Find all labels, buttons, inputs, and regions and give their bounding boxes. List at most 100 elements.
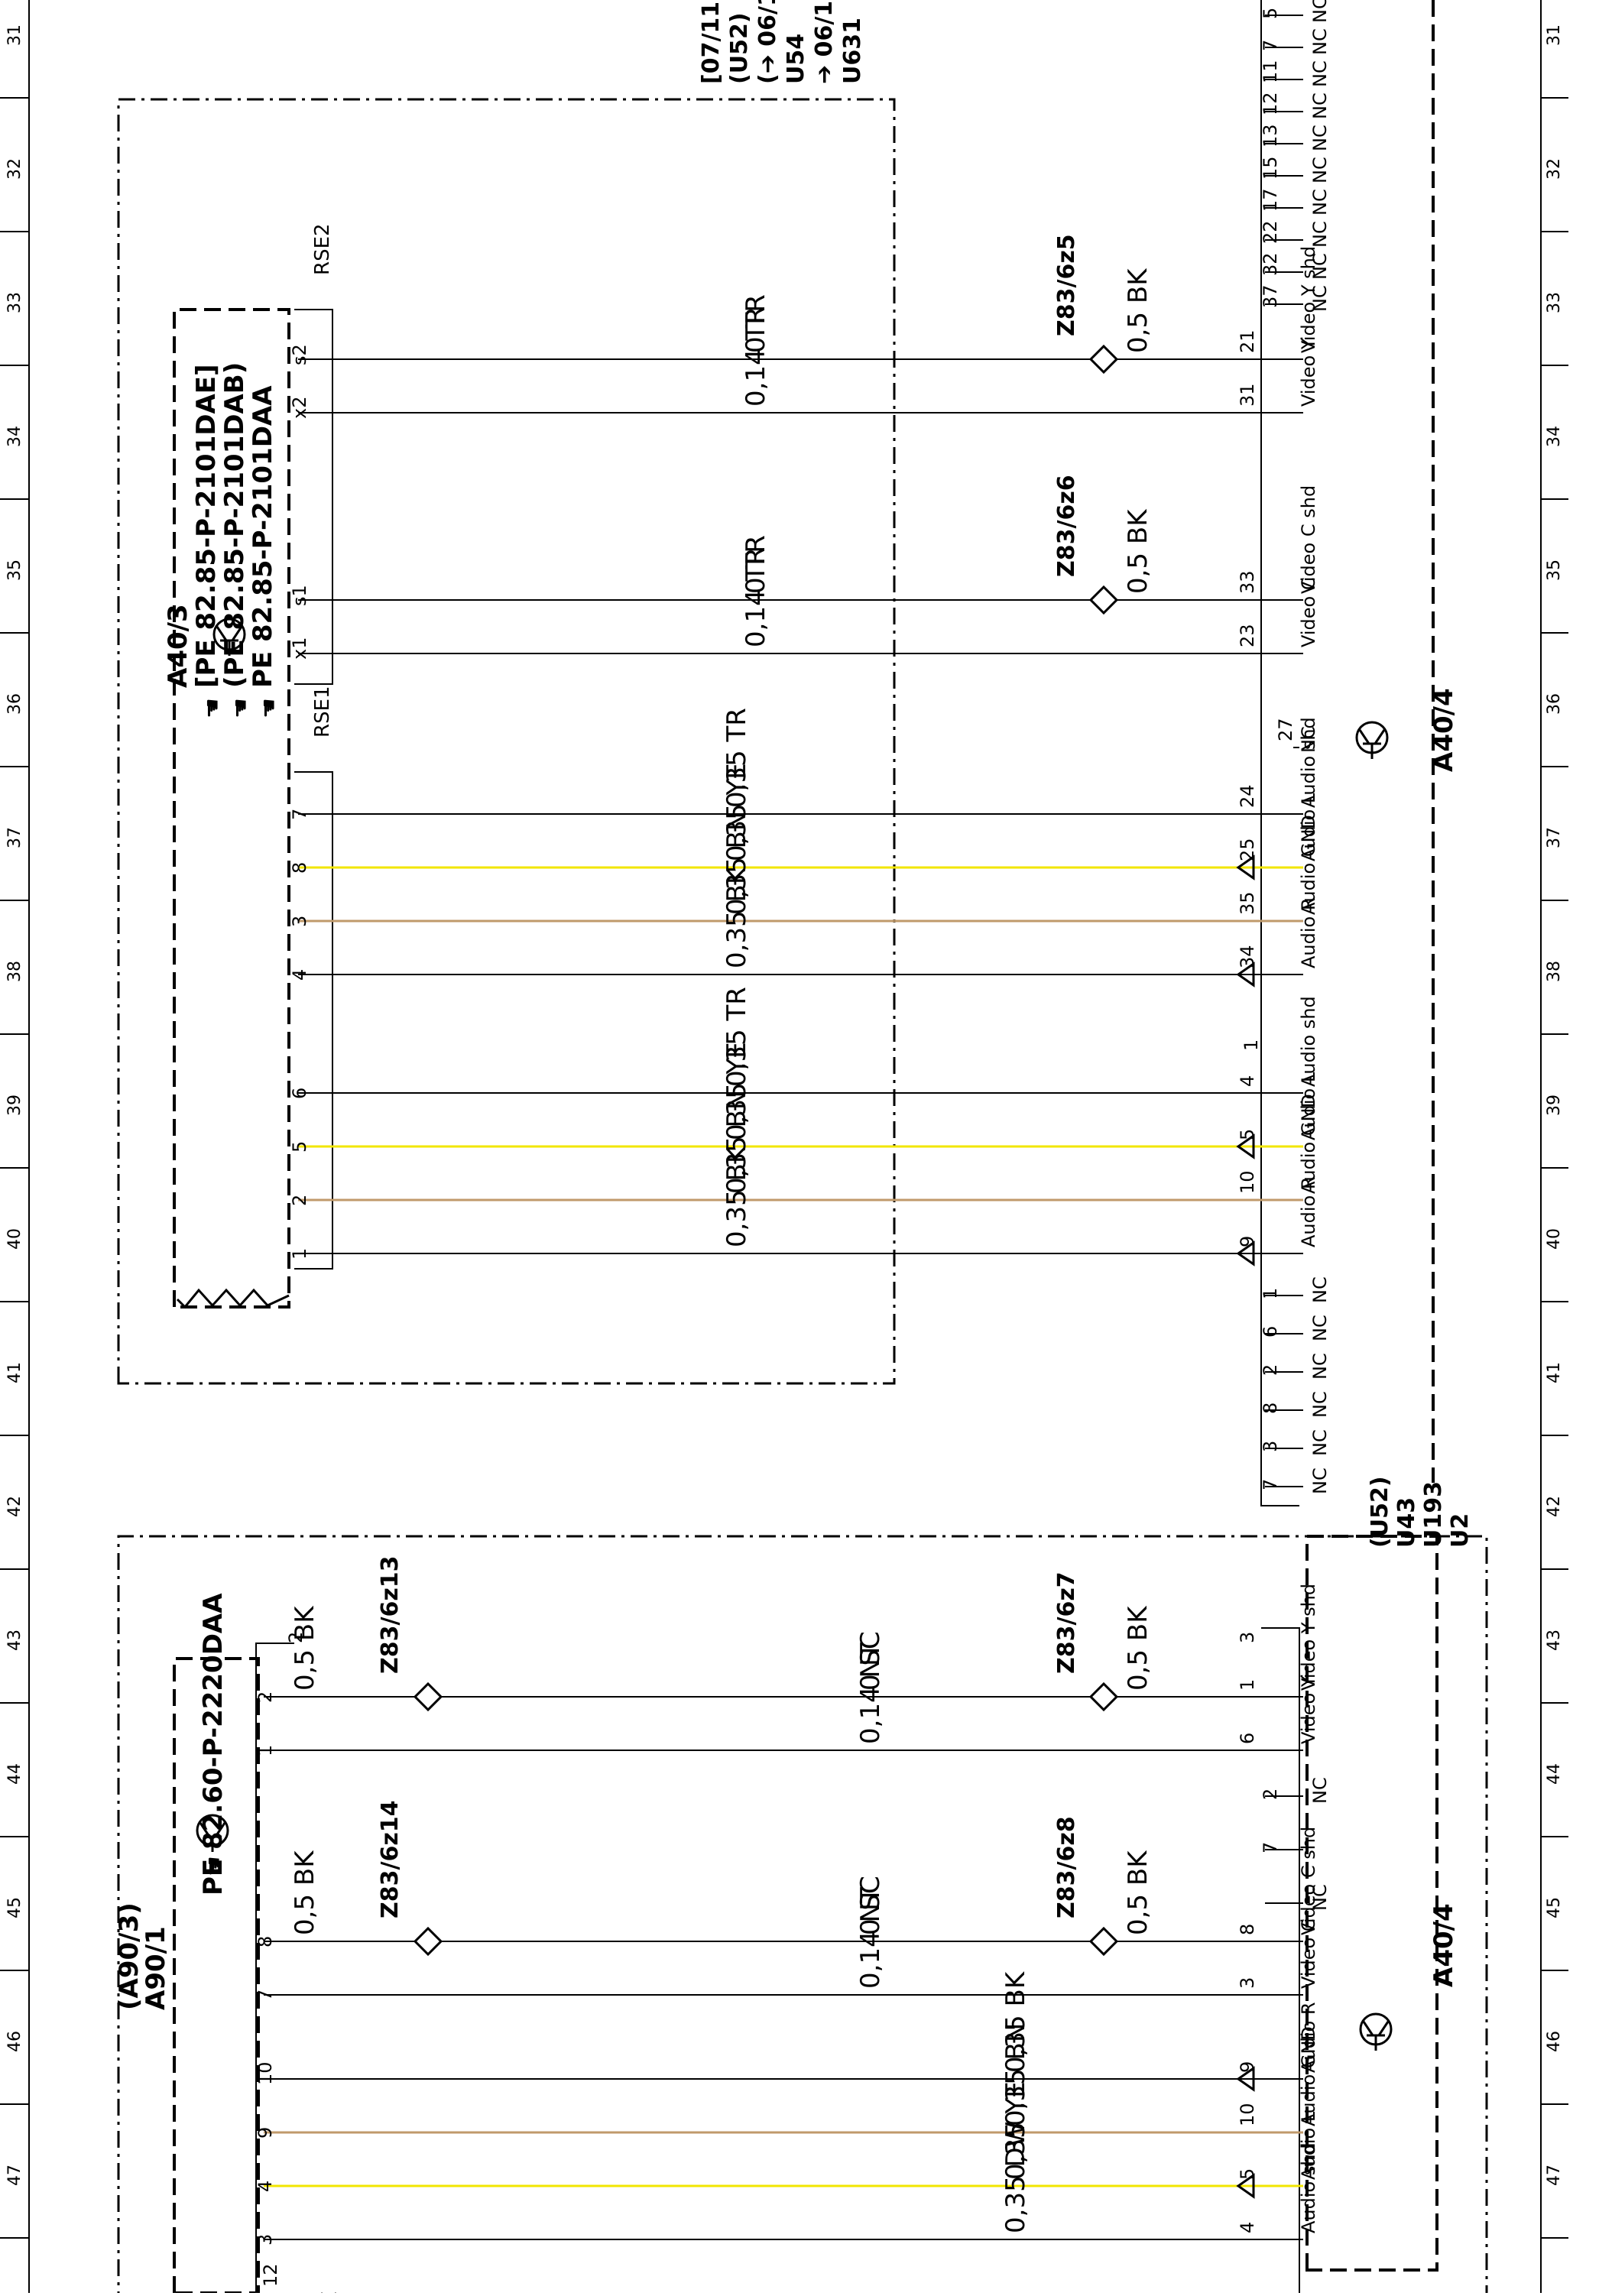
- grid-number: 42: [1545, 1496, 1564, 1517]
- connector-number: 1: [1241, 1039, 1262, 1051]
- nc-label: NC: [1309, 60, 1331, 87]
- signal-label: Video C: [1298, 1918, 1319, 1989]
- grid-number: 46: [5, 2031, 24, 2052]
- pin-number: 1: [255, 1745, 276, 1756]
- grid-number: 36: [1545, 693, 1564, 715]
- pin-number: 12: [1260, 92, 1281, 115]
- pin-number: 37: [1260, 284, 1281, 308]
- a40-3-references: PE 82.85-P-2101DAA (PE 82.85-P-2101DAB) …: [163, 362, 278, 688]
- grid-number: 35: [1545, 559, 1564, 581]
- pin-number: 23: [1237, 624, 1258, 647]
- wire-label: 0,35 BK: [1001, 1970, 1031, 2073]
- nc-label: NC: [1309, 1353, 1331, 1380]
- pin-number: 8: [255, 1936, 276, 1947]
- nc-label: NC: [1298, 726, 1319, 753]
- pin-number: s1: [289, 585, 310, 606]
- grid-number: 42: [5, 1496, 24, 1517]
- grid-number: 33: [5, 292, 24, 313]
- signal-label: Video Y: [1298, 338, 1319, 407]
- pin-number: 5: [1260, 8, 1281, 19]
- pin-number: 11: [1260, 60, 1281, 83]
- grid-number: 47: [1545, 2165, 1564, 2186]
- wire-label: 0,35 BK: [722, 1145, 752, 1247]
- wire-label: 0,5 BK: [1123, 1850, 1153, 1935]
- signal-label: Video C shd: [1298, 1827, 1319, 1935]
- grid-number: 40: [1545, 1228, 1564, 1250]
- a40-4-label: A40/4: [1429, 688, 1459, 772]
- splice-symbol: [1088, 1926, 1119, 1957]
- a40-3-ref: [PE 82.85-P-2101DAE]: [191, 364, 222, 688]
- pin-number: 7: [255, 1990, 276, 2001]
- wire-label: 0,35 YE: [722, 763, 752, 861]
- pin-number: 4: [1237, 2222, 1258, 2233]
- pin-number: 8: [289, 862, 310, 874]
- splice-label: Z83/6z14: [377, 1800, 404, 1918]
- nc-label: NC: [1309, 189, 1331, 216]
- ground-triangle: [1236, 1240, 1255, 1266]
- rse1-connector: [294, 771, 333, 1270]
- splice-symbol: [1088, 1681, 1119, 1712]
- a40-3-break-symbol: [176, 1288, 290, 1309]
- pin-number: 1: [289, 1248, 310, 1260]
- wire-label: 0,14 NT: [855, 1643, 886, 1744]
- signal-label: Audio shd: [1298, 996, 1319, 1087]
- pin-number: 24: [1237, 784, 1258, 808]
- splice-symbol: [413, 1926, 443, 1957]
- pin-number: 13: [1260, 124, 1281, 148]
- pin-number: 3: [255, 2234, 276, 2246]
- wire-label: 0,35 YE: [722, 1042, 752, 1140]
- splice-symbol: [413, 1681, 443, 1712]
- upper-ref-box: [117, 98, 896, 1385]
- nc-label: NC: [1309, 253, 1331, 280]
- pin-number: 5: [1237, 1129, 1258, 1140]
- wire-label: 0,5 BK: [1123, 508, 1153, 594]
- hand-icon: ☚: [201, 1856, 228, 1876]
- signal-label: Audio R: [1298, 1176, 1319, 1247]
- pin-number: s2: [289, 344, 310, 365]
- grid-number: 32: [5, 158, 24, 180]
- pin-number: 9: [1237, 2061, 1258, 2073]
- signal-label: Audio GND: [1298, 1094, 1319, 1194]
- pin-number: 35: [1237, 891, 1258, 915]
- signal-label: Audio L: [1298, 2111, 1319, 2180]
- pin-number: 27: [1275, 718, 1296, 741]
- wire-label: 0 SC: [855, 1631, 886, 1691]
- pin-number: 12: [260, 2263, 281, 2287]
- nc-label: NC: [1309, 0, 1331, 23]
- pin-number: 2: [255, 1691, 276, 1703]
- rse2-label: RSE2: [311, 223, 334, 275]
- grid-number: 31: [5, 24, 24, 46]
- nc-label: NC: [1309, 1391, 1331, 1418]
- pin-number: 3: [289, 916, 310, 927]
- wire-label: 0,35 YE: [1001, 2081, 1031, 2180]
- pin-number: 2: [1260, 1364, 1281, 1376]
- connector-number: 3: [1237, 1632, 1258, 1643]
- grid-number: 37: [5, 827, 24, 848]
- grid-number: 38: [1545, 961, 1564, 982]
- grid-number: 33: [1545, 292, 1564, 313]
- grid-number: 34: [1545, 426, 1564, 447]
- grid-number: 38: [5, 961, 24, 982]
- grid-number: 44: [1545, 1763, 1564, 1785]
- pin-number: 6: [1237, 1733, 1258, 1744]
- nc-label: NC: [1309, 125, 1331, 151]
- pin-number: 22: [1260, 220, 1281, 244]
- wire-label: 0,14 NT: [855, 1887, 886, 1989]
- grid-number: 44: [5, 1763, 24, 1785]
- nc-label: NC: [1309, 92, 1331, 119]
- a40-4-lower-component: [1305, 1535, 1438, 2272]
- upper-ref-block: U631 ➔ 06/11 U54 (➔ 06/11) (U52) [07/11 …: [698, 0, 866, 84]
- nc-label: NC: [1309, 157, 1331, 183]
- transistor-icon: [1359, 2012, 1393, 2051]
- nc-label: NC: [1309, 1467, 1331, 1494]
- connector-number: 2: [285, 1632, 307, 1643]
- ref-line: ➔ 06/11: [811, 0, 838, 84]
- a40-3-ref: (PE 82.85-P-2101DAB): [219, 362, 250, 688]
